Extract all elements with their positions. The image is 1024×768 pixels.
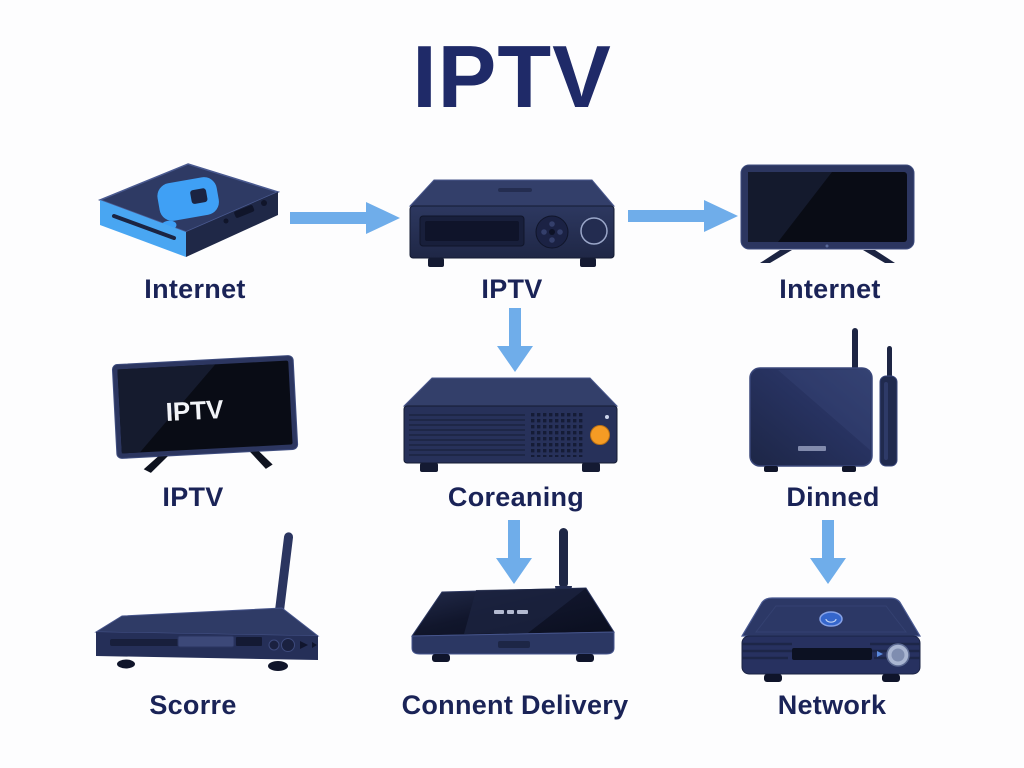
- arrow-right-icon: [290, 198, 400, 238]
- internet-media-box-icon: [88, 158, 288, 275]
- antenna-icon: [559, 528, 568, 588]
- modem-with-antennas-icon: [748, 326, 910, 479]
- media-server-box-graphic: [402, 377, 619, 472]
- label-scorre: Scorre: [149, 690, 237, 720]
- label-content-delivery: Connent Delivery: [401, 690, 629, 720]
- label-dinned: Dinned: [786, 482, 880, 512]
- arrow-down-icon: [808, 520, 848, 584]
- label-internet-box: Internet: [144, 274, 246, 304]
- iptv-set-top-box-icon: [402, 176, 622, 281]
- iptv-set-top-box-graphic: [408, 179, 616, 267]
- power-button-icon: [590, 425, 610, 445]
- brand-logo: [494, 610, 528, 614]
- knob-icon: [580, 217, 608, 245]
- internet-media-box-graphic: [97, 163, 281, 257]
- label-internet-tv: Internet: [779, 274, 881, 304]
- arrow-down-icon: [494, 520, 534, 584]
- vent-grid: [531, 412, 583, 457]
- label-coreaning: Coreaning: [447, 482, 585, 512]
- television-graphic: [740, 164, 915, 263]
- network-receiver-graphic: [740, 597, 922, 682]
- television-iptv-screen-icon: IPTV: [108, 355, 303, 483]
- arrow-down-icon: [495, 308, 535, 372]
- television-iptv-graphic: IPTV: [111, 355, 299, 473]
- antenna-icon: [273, 532, 294, 624]
- label-iptv-tv: IPTV: [162, 482, 224, 512]
- receiver-with-antenna-icon: [82, 518, 322, 691]
- media-server-box-icon: [398, 376, 623, 485]
- label-network: Network: [777, 690, 887, 720]
- receiver-graphic: [94, 532, 320, 671]
- arrow-right-icon: [628, 196, 738, 236]
- dpad-control-icon: [535, 215, 569, 249]
- brand-oval-logo: [819, 611, 843, 627]
- television-icon: [740, 164, 915, 269]
- tv-screen-text: IPTV: [165, 394, 225, 427]
- antenna-icon: [852, 328, 858, 370]
- network-receiver-box-icon: [736, 586, 926, 691]
- wifi-router-graphic: [411, 528, 615, 662]
- antenna-icon: [887, 346, 892, 378]
- modem-graphic: [749, 328, 898, 472]
- page-title: IPTV: [412, 27, 612, 126]
- label-iptv-settop: IPTV: [481, 274, 543, 304]
- knob-icon: [886, 643, 910, 667]
- wifi-router-icon: [406, 524, 621, 681]
